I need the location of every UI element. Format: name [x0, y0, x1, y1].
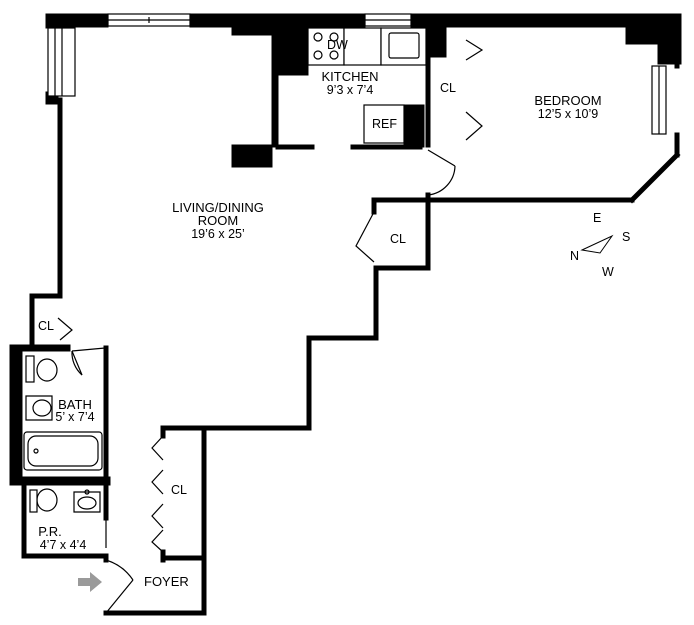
- bedroom-dims: 12’5 x 10’9: [538, 107, 599, 121]
- foyer-name: FOYER: [144, 574, 189, 589]
- bath-dims: 5’ x 7’4: [55, 410, 94, 424]
- powder-room-dims: 4’7 x 4’4: [40, 538, 87, 552]
- compass-s-label: S: [622, 230, 630, 244]
- bath-fixtures: [23, 355, 103, 513]
- living-stepped-wall: [103, 265, 431, 616]
- dishwasher-label: DW: [327, 38, 348, 52]
- entry-arrow-icon: [78, 572, 102, 592]
- compass-n-label: N: [570, 249, 579, 263]
- closet-doors: [57, 29, 484, 553]
- kitchen-fixtures: [307, 27, 427, 144]
- kitchen-name: KITCHEN: [321, 69, 378, 84]
- kitchen-dims: 9’3 x 7’4: [327, 83, 374, 97]
- room-labels: LIVING/DINING ROOM 19’6 x 25’ KITCHEN 9’…: [38, 38, 602, 589]
- compass-e-label: E: [593, 211, 601, 225]
- powder-room-name: P.R.: [38, 524, 62, 539]
- kitchen-walls: [231, 24, 447, 168]
- living-room-name-line2: ROOM: [198, 213, 238, 228]
- closet-label-foyer: CL: [171, 483, 187, 497]
- doors: [71, 149, 456, 614]
- compass-w-label: W: [602, 265, 614, 279]
- windows: [47, 13, 667, 135]
- bath-walls: [9, 344, 111, 563]
- bedroom-name: BEDROOM: [534, 93, 601, 108]
- closet-label-hall: CL: [390, 232, 406, 246]
- bedroom-walls: [371, 192, 635, 271]
- bath-name: BATH: [58, 397, 92, 412]
- closet-label-bath: CL: [38, 319, 54, 333]
- living-room-name-line1: LIVING/DINING: [172, 200, 264, 215]
- compass-icon: N E S W: [570, 211, 630, 279]
- refrigerator-label: REF: [372, 117, 397, 131]
- closet-label-bedroom: CL: [440, 81, 456, 95]
- living-room-dims: 19’6 x 25’: [191, 227, 245, 241]
